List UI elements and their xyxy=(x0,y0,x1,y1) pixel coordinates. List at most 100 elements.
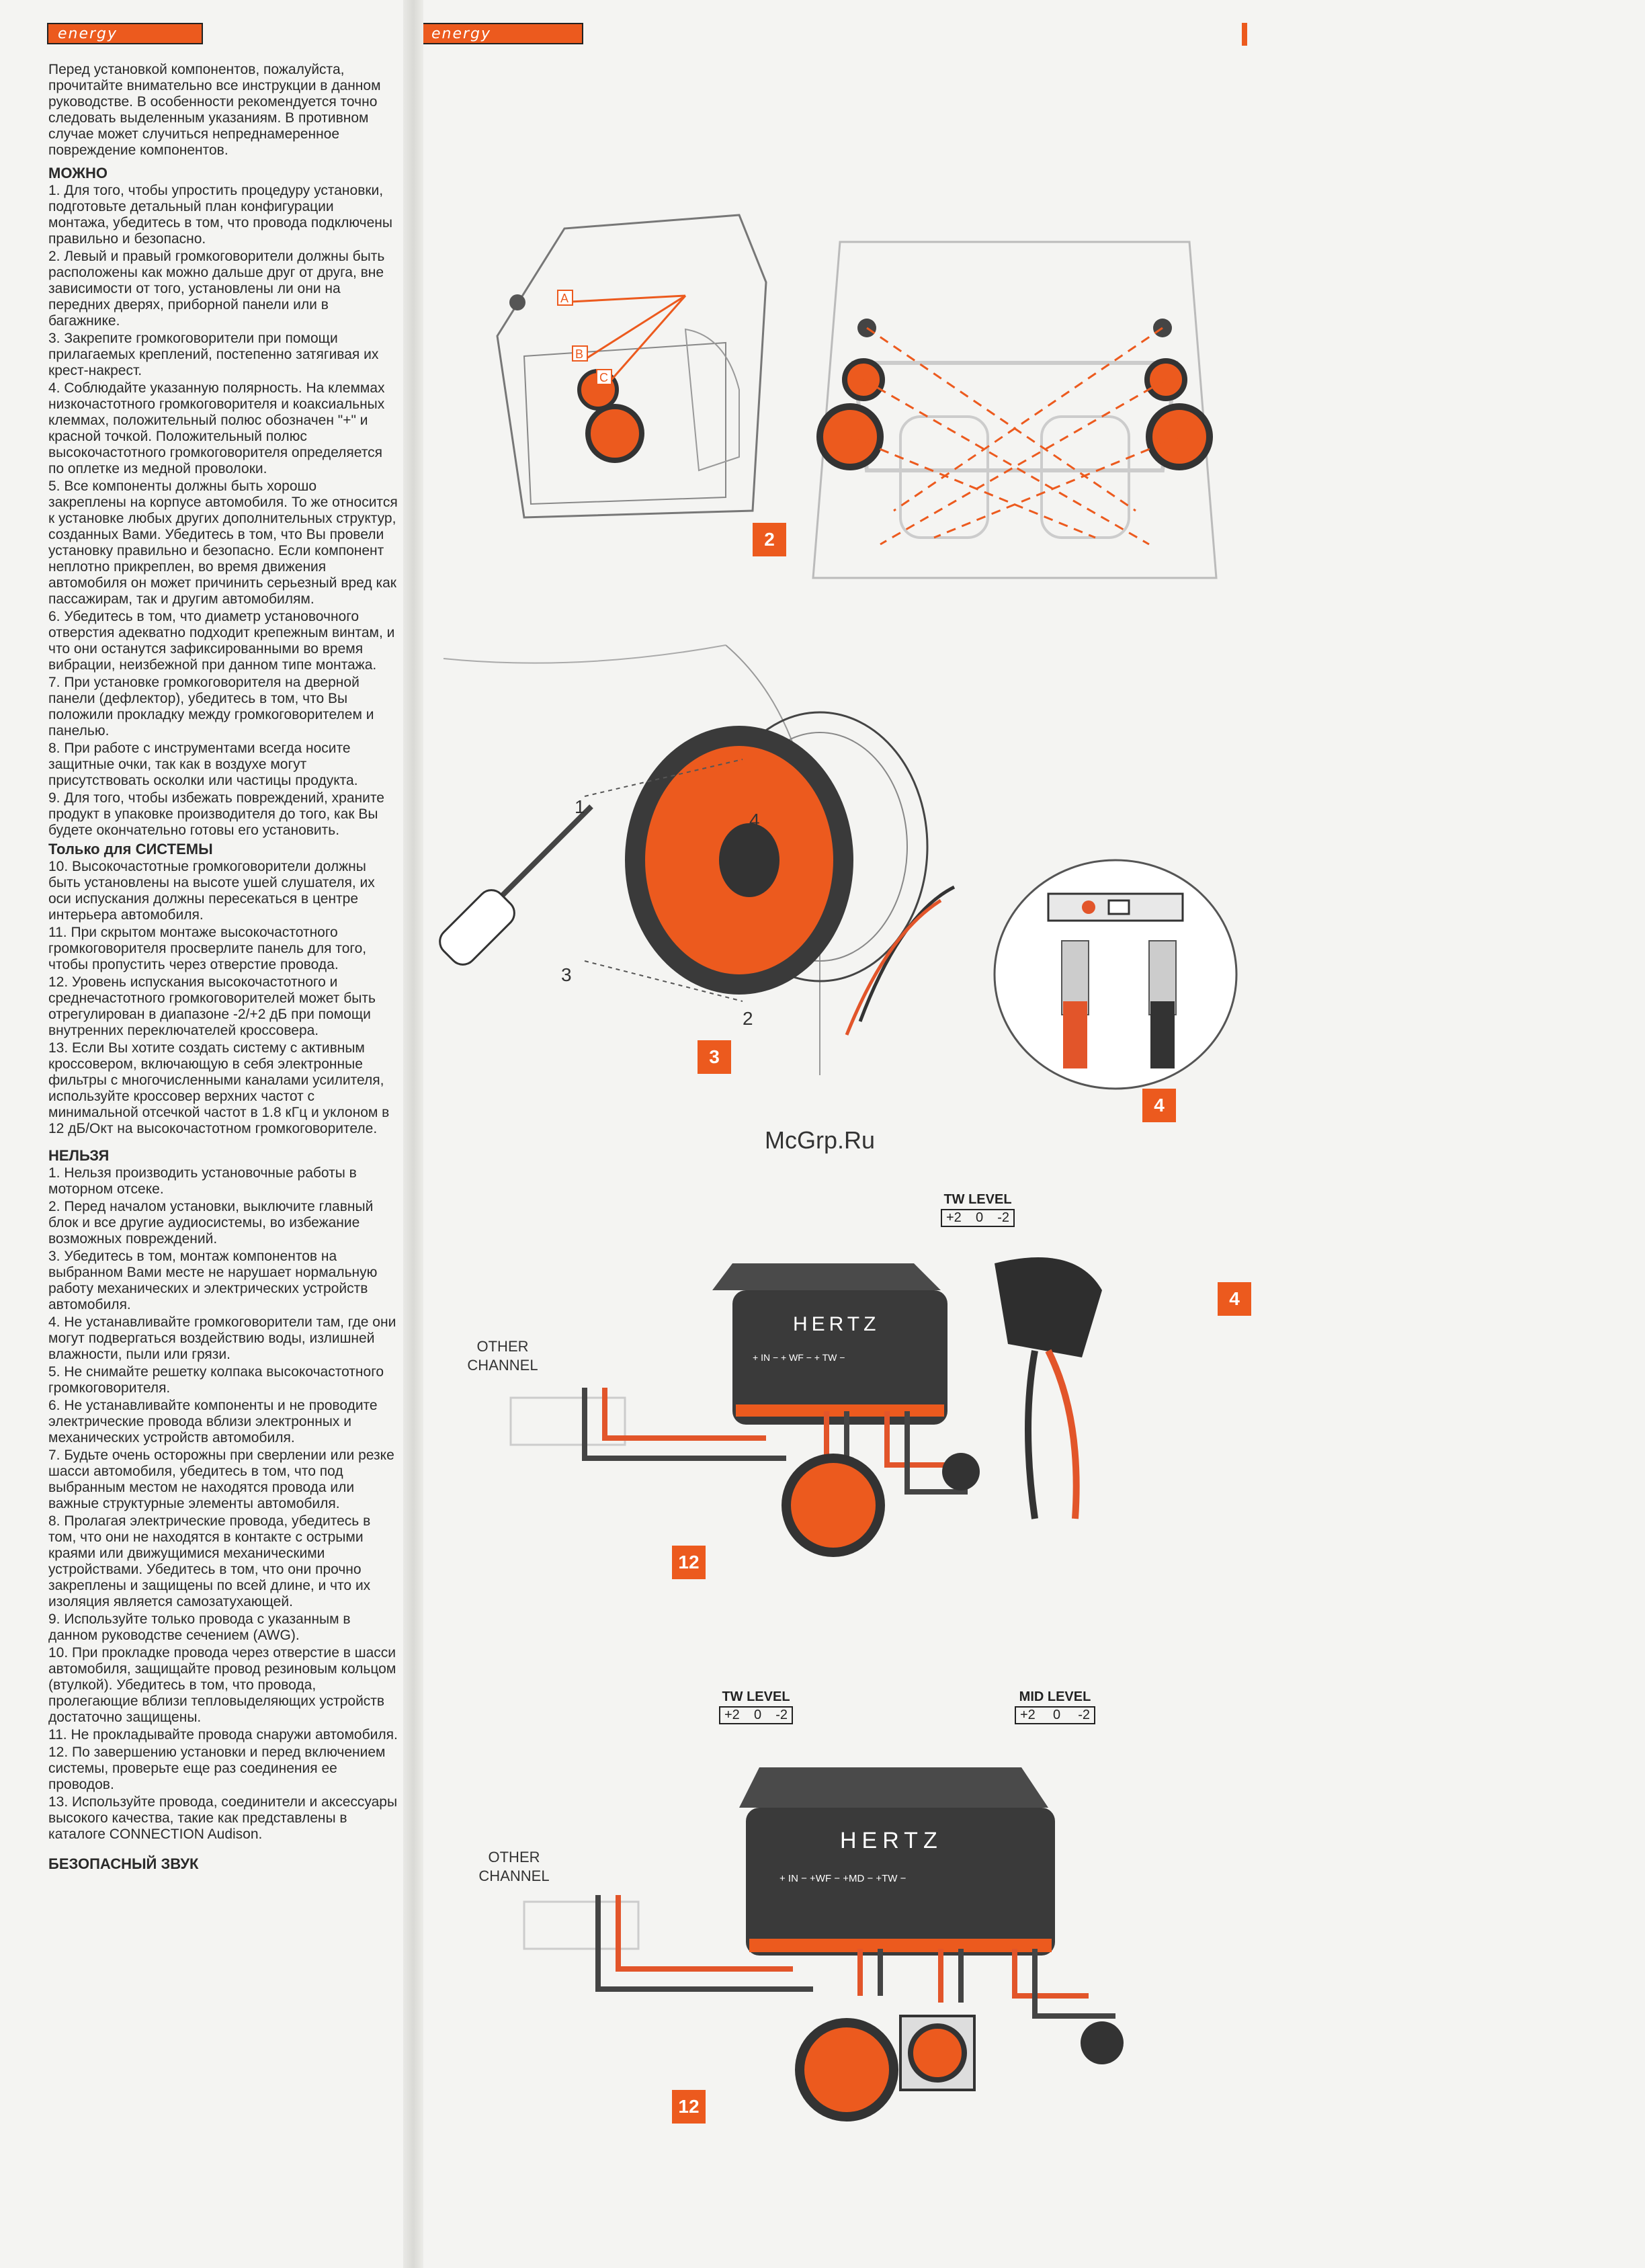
list-item: 4. Соблюдайте указанную полярность. На к… xyxy=(48,380,385,476)
tw-level-steps: +2 0 -2 xyxy=(941,1209,1015,1227)
screw-number: 4 xyxy=(749,810,760,831)
figure-label: 4 xyxy=(1218,1282,1251,1316)
list-item: 1. Нельзя производить установочные работ… xyxy=(48,1165,357,1197)
other-channel-line: CHANNEL xyxy=(478,1867,550,1884)
door-placement-figure: A B C xyxy=(496,214,767,519)
intro-paragraph: Перед установкой компонентов, пожалуйста… xyxy=(48,62,381,158)
tweeter-dome-icon xyxy=(995,1257,1102,1357)
level-step: +2 xyxy=(724,1708,740,1722)
crossover-2way-body xyxy=(732,1290,947,1425)
crossover-terminals: + IN − + WF − + TW − xyxy=(753,1352,845,1363)
list-item: 5. Не снимайте решетку колпака высокочас… xyxy=(48,1364,384,1396)
door-letter: C xyxy=(599,371,608,384)
tweeter-icon xyxy=(1081,2021,1124,2064)
negative-wire xyxy=(1150,1001,1175,1068)
tw-level-switch: TW LEVEL +2 0 -2 xyxy=(941,1192,1015,1227)
list-item: 8. При работе с инструментами всегда нос… xyxy=(48,741,358,788)
list-item: 7. При установке громкоговорителя на две… xyxy=(48,675,374,739)
section-heading-can: МОЖНО xyxy=(48,165,108,181)
woofer-icon xyxy=(795,2018,898,2122)
watermark-text: McGrp.Ru xyxy=(765,1126,876,1154)
list-item: 9. Для того, чтобы избежать повреждений,… xyxy=(48,790,384,838)
list-item: 12. Уровень испускания высокочастотного … xyxy=(48,974,376,1038)
list-item: 1. Для того, чтобы упростить процедуру у… xyxy=(48,183,392,247)
other-channel-line: OTHER xyxy=(488,1849,540,1865)
door-letter: B xyxy=(575,347,583,361)
screw-number: 3 xyxy=(561,964,572,985)
level-step: -2 xyxy=(775,1708,788,1722)
list-item: 3. Убедитесь в том, монтаж компонентов н… xyxy=(48,1249,378,1312)
tw-level-steps: +2 0 -2 xyxy=(719,1706,793,1724)
screw-number: 1 xyxy=(575,796,585,817)
woofer-dust-cap xyxy=(719,823,779,897)
figure-label: 4 xyxy=(1142,1089,1176,1122)
midrange-cone xyxy=(908,2023,967,2083)
other-channel-line: OTHER xyxy=(476,1338,529,1355)
paper-fold xyxy=(403,0,423,2268)
list-item: 3. Закрепите громкоговорители при помощи… xyxy=(48,331,379,378)
level-step: 0 xyxy=(975,1210,984,1225)
list-item: 6. Убедитесь в том, что диаметр установо… xyxy=(48,609,395,673)
level-step: 0 xyxy=(1052,1708,1061,1722)
list-item: 5. Все компоненты должны быть хорошо зак… xyxy=(48,478,398,607)
page-edge-marker xyxy=(1242,23,1247,46)
level-step: 0 xyxy=(753,1708,762,1722)
list-item: 9. Используйте только провода с указанны… xyxy=(48,1611,351,1643)
tw-level-title: TW LEVEL xyxy=(722,1689,790,1704)
positive-wire xyxy=(1063,1001,1087,1068)
list-item: 10. При прокладке провода через отверсти… xyxy=(48,1645,396,1725)
mid-level-title: MID LEVEL xyxy=(1019,1689,1091,1704)
level-step: +2 xyxy=(1020,1708,1036,1722)
list-item: 2. Левый и правый громкоговорители должн… xyxy=(48,249,385,329)
brand-logo-left: energy xyxy=(47,23,203,44)
brand-logo-text: energy xyxy=(431,25,492,42)
mid-level-switch: MID LEVEL +2 0 -2 xyxy=(1015,1689,1095,1724)
list-item: 7. Будьте очень осторожны при сверлении … xyxy=(48,1447,394,1511)
section-heading-cannot: НЕЛЬЗЯ xyxy=(48,1147,110,1164)
terminal-polarity-figure xyxy=(993,859,1238,1090)
list-item: 11. При скрытом монтаже высокочастотного… xyxy=(48,925,367,972)
section-heading-safe-sound: БЕЗОПАСНЫЙ ЗВУК xyxy=(48,1855,199,1872)
instructions-column: Перед установкой компонентов, пожалуйста… xyxy=(48,62,398,1874)
cabin-top-view-figure xyxy=(812,241,1218,579)
other-channel-label-a: OTHER CHANNEL xyxy=(462,1337,543,1375)
figure-label: 12 xyxy=(672,2090,706,2124)
crossover-brand: HERTZ xyxy=(840,1828,943,1853)
crossover-3way-body xyxy=(746,1808,1055,1956)
figure-label: 12 xyxy=(672,1546,706,1579)
mid-level-steps: +2 0 -2 xyxy=(1015,1706,1095,1724)
list-item: 13. Если Вы хотите создать систему с акт… xyxy=(48,1040,390,1136)
crossover-3way-figure: HERTZ + IN − +WF − +MD − +TW − xyxy=(523,1767,1124,2122)
tweeter-position-a xyxy=(509,294,525,310)
tw-level-switch: TW LEVEL +2 0 -2 xyxy=(719,1689,793,1724)
list-item: 10. Высокочастотные громкоговорители дол… xyxy=(48,859,375,923)
list-item: 2. Перед началом установки, выключите гл… xyxy=(48,1199,374,1247)
door-letter: A xyxy=(560,292,568,305)
brand-logo-right: energy xyxy=(421,23,583,44)
section-heading-system: Только для СИСТЕМЫ xyxy=(48,841,213,857)
woofer-icon xyxy=(782,1454,885,1557)
crossover-2way-figure: HERTZ + IN − + WF − + TW − xyxy=(509,1257,1102,1557)
tw-level-title: TW LEVEL xyxy=(943,1192,1012,1207)
tweeter-icon xyxy=(942,1453,980,1490)
list-item: 8. Пролагая электрические провода, убеди… xyxy=(48,1513,371,1609)
screwdriver-handle xyxy=(439,889,515,966)
list-item: 4. Не устанавливайте громкоговорители та… xyxy=(48,1314,396,1362)
figure-label: 2 xyxy=(753,523,786,556)
woofer-position-c xyxy=(585,404,644,463)
brand-logo-text: energy xyxy=(58,25,118,42)
other-channel-label-b: OTHER CHANNEL xyxy=(474,1848,554,1886)
speaker-mounting-figure: 1 2 3 4 xyxy=(439,644,956,1075)
crossover-brand: HERTZ xyxy=(793,1313,880,1335)
list-item: 13. Используйте провода, соединители и а… xyxy=(48,1794,398,1842)
screw-number: 2 xyxy=(743,1008,753,1029)
crossover-terminals: + IN − +WF − +MD − +TW − xyxy=(779,1873,906,1884)
list-item: 12. По завершению установки и перед вклю… xyxy=(48,1745,386,1792)
figure-label: 3 xyxy=(698,1040,731,1074)
level-step: -2 xyxy=(1078,1708,1090,1722)
list-item: 6. Не устанавливайте компоненты и не про… xyxy=(48,1398,378,1445)
level-step: +2 xyxy=(946,1210,962,1225)
list-item: 11. Не прокладывайте провода снаружи авт… xyxy=(48,1727,398,1742)
level-step: -2 xyxy=(997,1210,1009,1225)
